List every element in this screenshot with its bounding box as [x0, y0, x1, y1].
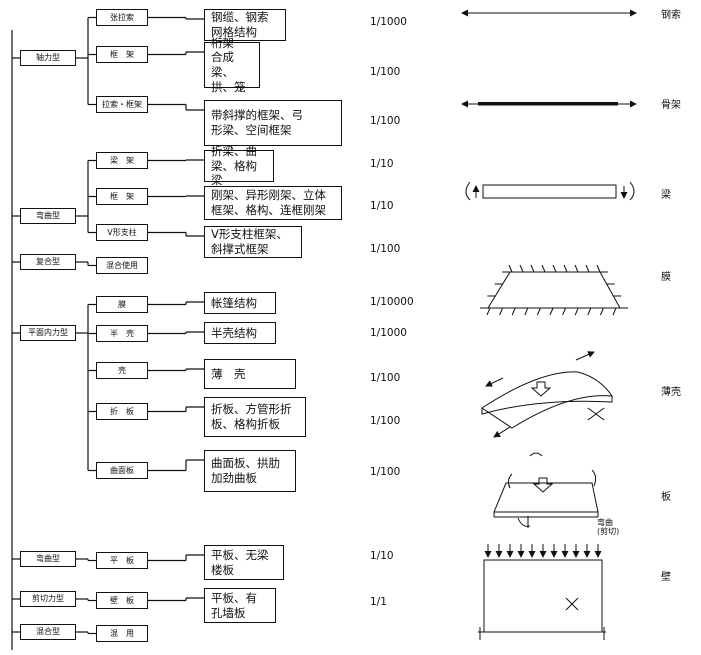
type-beam-frame: 梁 架	[96, 152, 148, 169]
desc-frame: 桁架 合成梁、 拱、笼	[204, 36, 260, 94]
category-axial: 轴力型	[20, 50, 76, 66]
type-mixed-use: 混合使用	[96, 257, 148, 274]
category-shear: 剪切力型	[20, 591, 76, 607]
label-skeleton: 骨架	[661, 100, 681, 111]
category-planar: 平面内力型	[20, 325, 76, 341]
membrane-tick	[530, 264, 535, 273]
membrane-tick	[549, 307, 554, 316]
skeleton-sketch	[461, 100, 637, 108]
membrane-tick	[519, 264, 524, 273]
membrane-tick	[499, 307, 504, 316]
desc-rigid-frame: 刚架、异形刚架、立体 框架、格构、连框刚架	[204, 186, 342, 220]
plate-sketch	[493, 452, 599, 528]
membrane-tick	[552, 264, 557, 273]
type-curved-plate: 曲面板	[96, 462, 148, 479]
type-half-shell: 半 壳	[96, 325, 148, 342]
membrane-tick	[541, 264, 546, 273]
label-cable: 钢索	[661, 10, 681, 21]
type-rigid-frame: 框 架	[96, 188, 148, 205]
membrane-tick	[596, 264, 601, 273]
type-mixed: 混 用	[96, 625, 148, 642]
label-wall: 壁	[661, 572, 671, 583]
label-thin-shell: 薄壳	[661, 387, 681, 398]
type-wall-panel: 壁 板	[96, 592, 148, 609]
membrane-tick	[563, 264, 568, 273]
ratio-value: 1/100	[370, 372, 401, 384]
category-bending-plate: 弯曲型	[20, 551, 76, 567]
desc-curved-plate: 曲面板、拱肋 加劲曲板	[204, 450, 296, 492]
ratio-value: 1/10	[370, 158, 394, 170]
type-folded-plate: 折 板	[96, 403, 148, 420]
ratio-value: 1/10000	[370, 296, 414, 308]
type-tension-cable: 张拉索	[96, 9, 148, 26]
label-membrane: 膜	[661, 272, 671, 283]
label-plate: 板	[661, 492, 671, 503]
type-shell: 壳	[96, 362, 148, 379]
membrane-tick	[486, 307, 491, 316]
ratio-value: 1/100	[370, 66, 401, 78]
ratio-value: 1/1000	[370, 16, 407, 28]
desc-v-column: V形支柱框架、 斜撑式框架	[204, 226, 302, 258]
membrane-tick	[524, 307, 529, 316]
desc-folded-plate: 折板、方管形折 板、格构折板	[204, 397, 306, 437]
wall-sketch	[478, 544, 606, 640]
type-cable-frame: 拉索・框架	[96, 96, 148, 113]
membrane-tick	[562, 307, 567, 316]
ratio-value: 1/100	[370, 466, 401, 478]
membrane-tick	[587, 307, 592, 316]
type-membrane: 膜	[96, 296, 148, 313]
ratio-value: 1/1000	[370, 327, 407, 339]
ratio-value: 1/10	[370, 550, 394, 562]
membrane-tick	[599, 307, 604, 316]
label-plate-note: 弯曲 (剪切)	[597, 518, 620, 537]
membrane-sketch	[480, 264, 628, 316]
membrane-tick	[574, 307, 579, 316]
shell-sketch	[481, 351, 613, 438]
desc-beam-frame: 折梁、曲 梁、格构梁	[204, 144, 274, 187]
type-frame: 框 架	[96, 46, 148, 63]
membrane-tick	[574, 264, 579, 273]
membrane-tick	[508, 264, 513, 273]
desc-cable-frame: 带斜撑的框架、弓 形梁、空间框架	[204, 100, 342, 146]
ratio-value: 1/1	[370, 596, 387, 608]
desc-flat-plate: 平板、无梁 楼板	[204, 545, 284, 580]
type-v-column: V形支柱	[96, 224, 148, 241]
desc-half-shell: 半壳结构	[204, 322, 276, 344]
desc-wall-panel: 平板、有 孔墙板	[204, 588, 276, 623]
category-mixed: 混合型	[20, 624, 76, 640]
beam-sketch	[465, 181, 635, 201]
membrane-tick	[536, 307, 541, 316]
ratio-value: 1/100	[370, 415, 401, 427]
desc-shell: 薄 壳	[204, 359, 296, 389]
category-bending: 弯曲型	[20, 208, 76, 224]
ratio-value: 1/100	[370, 243, 401, 255]
membrane-tick	[612, 307, 617, 316]
ratio-value: 1/10	[370, 200, 394, 212]
ratio-value: 1/100	[370, 115, 401, 127]
membrane-tick	[511, 307, 516, 316]
desc-membrane: 帐篷结构	[204, 292, 276, 314]
desc-tension-cable: 钢缆、钢索 网格结构	[204, 9, 286, 41]
category-composite: 复合型	[20, 254, 76, 270]
type-flat-plate: 平 板	[96, 552, 148, 569]
membrane-tick	[585, 264, 590, 273]
label-beam: 梁	[661, 190, 671, 201]
